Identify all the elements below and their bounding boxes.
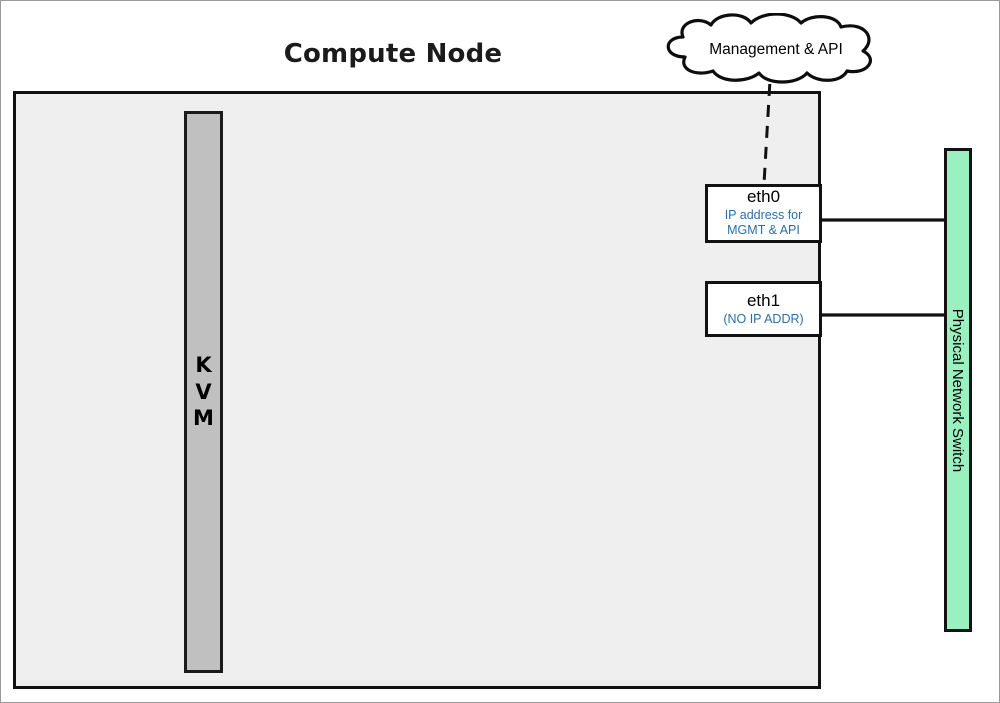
interface-eth1-detail: (NO IP ADDR) (723, 311, 804, 326)
interface-eth1[interactable]: eth1 (NO IP ADDR) (705, 281, 822, 337)
interface-eth0[interactable]: eth0 IP address for MGMT & API (705, 184, 822, 243)
interface-eth0-detail: IP address for MGMT & API (724, 208, 803, 237)
compute-node-container (13, 91, 821, 689)
physical-network-switch[interactable]: Physical Network Switch (944, 148, 972, 632)
interface-eth1-name: eth1 (746, 290, 781, 310)
interface-eth0-name: eth0 (746, 187, 781, 207)
cloud-icon (666, 12, 872, 84)
cloud-label: Management & API (709, 41, 843, 58)
kvm-block: K V M (184, 111, 223, 673)
page-title: Compute Node (283, 39, 503, 69)
physical-network-switch-label: Physical Network Switch (949, 308, 967, 472)
management-api-cloud: Management & API (651, 12, 901, 85)
kvm-label: K V M (193, 352, 214, 431)
